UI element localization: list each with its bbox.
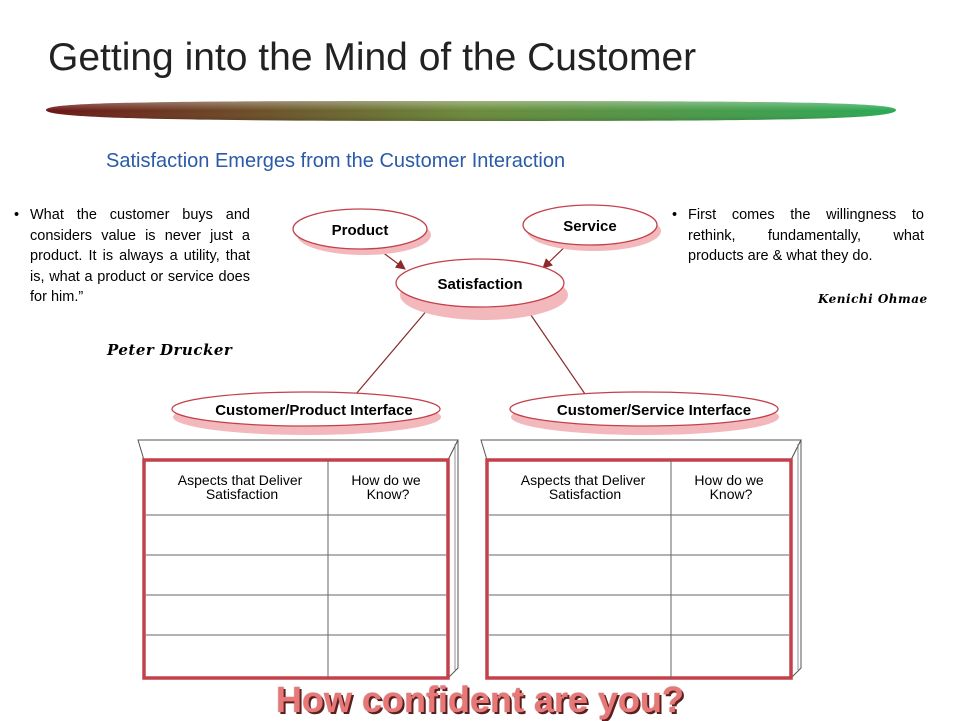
ohmae-attribution: Kenichi Ohmae	[818, 292, 928, 306]
product-interface-node: Customer/Product Interface	[171, 391, 441, 435]
product-interface-label: Customer/Product Interface	[215, 402, 413, 419]
service-interface-node: Customer/Service Interface	[509, 391, 779, 435]
arrow-product-interface-to-satisfaction	[355, 301, 435, 395]
left-table-header-aspects: Aspects that Deliver Satisfaction	[178, 472, 306, 502]
table-top-bevel	[137, 439, 459, 461]
slide-subtitle: Satisfaction Emerges from the Customer I…	[106, 150, 566, 172]
table-frame	[142, 458, 450, 680]
service-node: Service	[522, 204, 661, 251]
ohmae-quote-text: First comes the willingness to rethink, …	[688, 207, 924, 265]
service-interface-label: Customer/Service Interface	[557, 402, 751, 419]
service-label: Service	[563, 218, 616, 235]
table-top-bevel	[480, 439, 802, 461]
satisfaction-label: Satisfaction	[437, 276, 522, 293]
arrow-service-interface-to-satisfaction	[521, 301, 586, 395]
right-table-header-know: How do we Know?	[694, 472, 767, 502]
right-table-header-aspects: Aspects that Deliver Satisfaction	[521, 472, 649, 502]
left-table-header-know: How do we Know?	[351, 472, 424, 502]
drucker-attribution: Peter Drucker	[107, 341, 233, 359]
right-satisfaction-table: Aspects that Deliver Satisfaction How do…	[480, 439, 802, 680]
drucker-quote: • What the customer buys and considers v…	[14, 205, 250, 308]
product-label: Product	[332, 222, 389, 239]
left-satisfaction-table: Aspects that Deliver Satisfaction How do…	[137, 439, 459, 680]
slide-title: Getting into the Mind of the Customer	[48, 36, 697, 79]
product-node: Product	[292, 208, 431, 255]
drucker-quote-text: What the customer buys and considers val…	[30, 207, 250, 306]
table-frame	[485, 458, 793, 680]
bullet-icon: •	[672, 207, 678, 223]
satisfaction-node: Satisfaction	[395, 258, 568, 320]
closing-question: How confident are you?	[275, 679, 685, 720]
bullet-icon: •	[14, 207, 20, 223]
title-underline-bar	[46, 101, 896, 121]
ohmae-quote: • First comes the willingness to rethink…	[672, 205, 924, 267]
